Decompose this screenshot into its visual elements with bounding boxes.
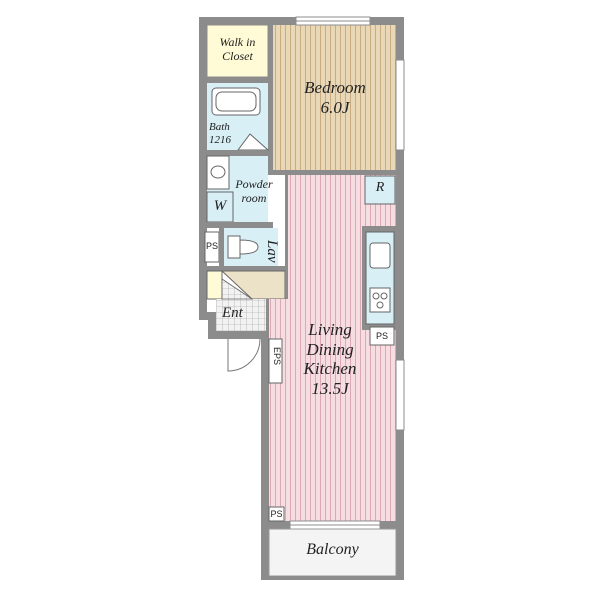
washer-label: W [213, 198, 227, 214]
powder-room-label: Powder room [235, 177, 273, 205]
entrance-label: Ent [222, 305, 243, 321]
stove-icon [369, 287, 391, 313]
toilet-icon [227, 235, 259, 259]
refrigerator-label: R [375, 180, 385, 195]
refrigerator-space [364, 175, 396, 205]
bedroom [273, 25, 396, 170]
walk-in-closet [206, 24, 269, 78]
entrance-door[interactable] [227, 338, 261, 372]
ps-label-3: PS [270, 509, 283, 519]
ps-box-2 [369, 326, 395, 346]
ldk-label: Living Dining Kitchen 13.5J [303, 320, 357, 398]
ps-box-3 [268, 506, 285, 522]
entrance [216, 299, 266, 331]
ps-label-2: PS [375, 331, 388, 341]
balcony [268, 528, 397, 577]
sink-icon [210, 165, 226, 179]
ps-label-1: PS [205, 241, 218, 251]
eps-shaft [268, 338, 283, 384]
bath-label: Bath 1216 [209, 121, 231, 146]
shoe-closet [206, 270, 223, 300]
lavatory-label: Lav [264, 240, 280, 263]
eps-label: EPS [272, 347, 282, 366]
kitchen-sink-icon [369, 242, 391, 269]
walk-in-closet-label: Walk in Closet [219, 35, 256, 63]
washer-space [206, 191, 234, 223]
balcony-label: Balcony [306, 541, 359, 558]
bedroom-label: Bedroom 6.0J [304, 78, 366, 117]
